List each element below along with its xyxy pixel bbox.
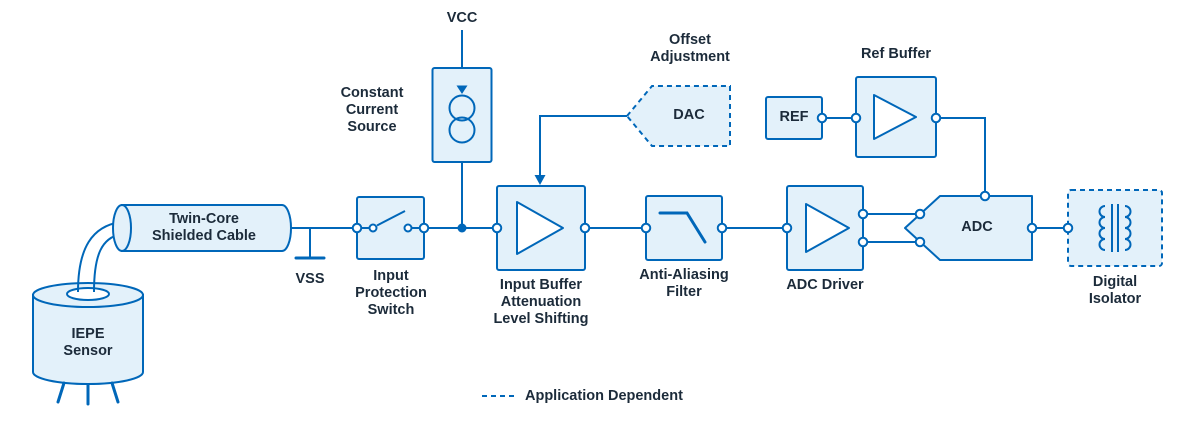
lowpass-filter-icon <box>658 211 707 244</box>
vss-label: VSS <box>295 271 325 287</box>
anti-aliasing-filter-label: Anti-Aliasing Filter <box>639 267 729 300</box>
switch-icon <box>361 210 420 233</box>
ref-label: REF <box>779 109 809 125</box>
digital-isolator-box <box>1067 189 1163 267</box>
input-protection-switch-label: Input Protection Switch <box>355 268 427 318</box>
arrow-down-icon <box>456 85 468 94</box>
dac-label: DAC <box>673 107 705 123</box>
adc-driver-box <box>786 185 864 271</box>
ground-icon <box>294 228 326 260</box>
arrow-down-icon <box>534 175 546 185</box>
cable-icon <box>112 204 292 252</box>
amplifier-icon <box>873 94 917 140</box>
ref-buffer-label: Ref Buffer <box>860 46 932 62</box>
constant-current-source-label: Constant Current Source <box>340 85 404 135</box>
cable-label: Twin-Core Shielded Cable <box>152 211 256 244</box>
current-source-icon <box>448 94 476 144</box>
vcc-label: VCC <box>446 10 478 26</box>
transformer-icon <box>1098 204 1132 252</box>
amplifier-icon <box>516 201 564 255</box>
offset-adjustment-link <box>534 115 627 185</box>
connection-dots <box>351 112 1074 248</box>
constant-current-source-box <box>431 30 493 233</box>
adc-label: ADC <box>961 219 993 235</box>
dac-shape <box>625 85 731 147</box>
ref-buffer-box <box>855 76 937 158</box>
anti-aliasing-filter-box <box>645 195 723 261</box>
adc-driver-label: ADC Driver <box>786 277 864 293</box>
input-buffer-label: Input Buffer Attenuation Level Shifting <box>493 277 589 327</box>
iepe-sensor-label: IEPE Sensor <box>63 326 113 359</box>
digital-isolator-label: Digital Isolator <box>1088 274 1142 307</box>
junction-dot <box>457 223 467 233</box>
legend-label: Application Dependent <box>525 388 683 404</box>
offset-adjustment-label: Offset Adjustment <box>650 32 730 65</box>
input-buffer-box <box>496 185 586 271</box>
input-protection-switch-box <box>356 196 425 260</box>
amplifier-icon <box>805 203 850 253</box>
